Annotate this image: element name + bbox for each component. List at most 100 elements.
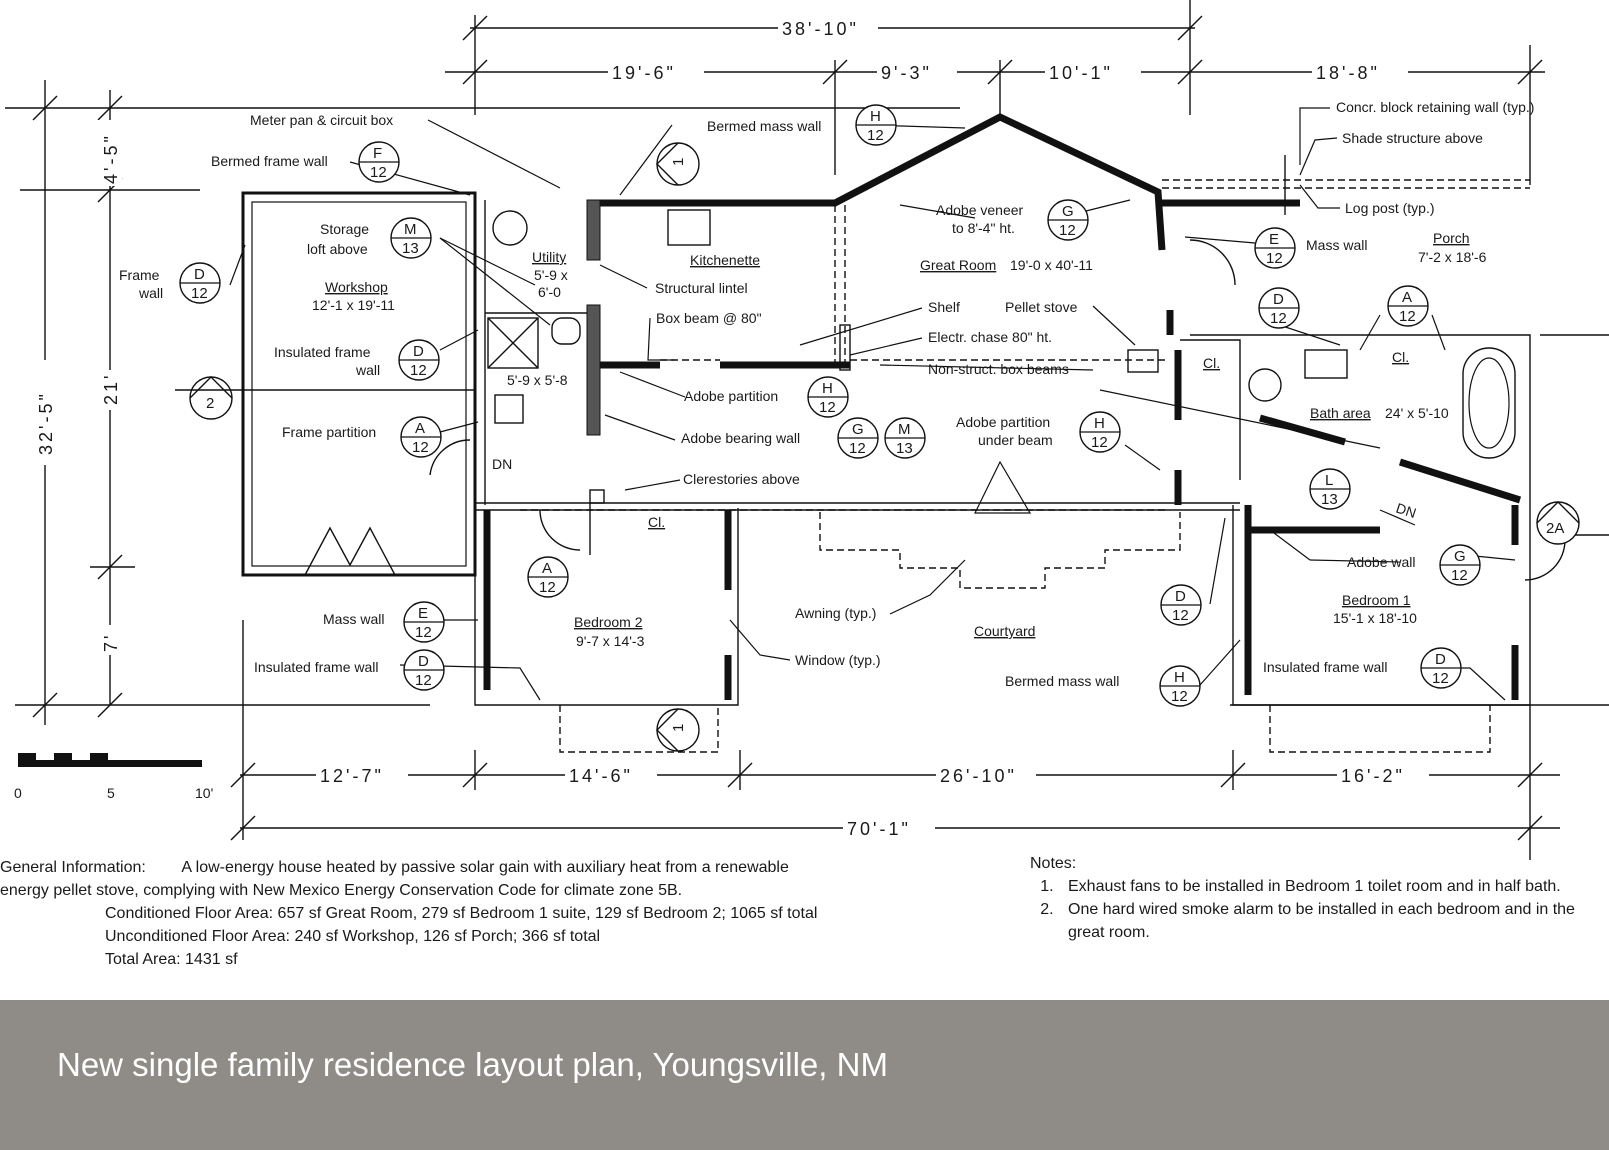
svg-text:G: G	[852, 421, 864, 438]
svg-text:L: L	[1325, 472, 1333, 489]
detail-tag: D12	[1258, 287, 1300, 329]
room-utility-size-1: 5'-9 x	[534, 267, 568, 283]
section-marker: 2	[189, 376, 233, 420]
detail-tag: D12	[398, 339, 440, 381]
callout-clerestories: Clerestories above	[683, 471, 800, 487]
svg-text:12: 12	[1399, 308, 1416, 325]
dim-bottom-3: 26'-10"	[940, 766, 1017, 786]
stair-dn-label: DN	[492, 456, 512, 472]
room-bath-area-name: Bath area	[1310, 405, 1371, 421]
svg-text:D: D	[194, 266, 205, 283]
dim-bottom-1: 12'-7"	[320, 766, 384, 786]
dim-left-1: 4'-5"	[101, 133, 121, 184]
callout-bermed-frame-wall: Bermed frame wall	[211, 153, 328, 169]
svg-text:12: 12	[415, 672, 432, 689]
detail-tag: E12	[403, 601, 445, 643]
callout-adobe-partition: Adobe partition	[684, 388, 778, 404]
detail-tag: G12	[1047, 199, 1089, 241]
general-info-label: General Information:	[0, 859, 146, 876]
detail-tag: E12	[1254, 227, 1296, 269]
notes: Notes: Exhaust fans to be installed in B…	[1030, 852, 1600, 944]
total-area: Total Area: 1431 sf	[105, 951, 238, 968]
svg-text:12: 12	[370, 164, 387, 181]
callout-frame-partition: Frame partition	[282, 424, 376, 440]
detail-tag: H12	[1079, 411, 1121, 453]
detail-tag: H12	[807, 376, 849, 418]
dim-overall-left: 32'-5"	[36, 391, 56, 455]
svg-text:12: 12	[1432, 670, 1449, 687]
dim-top-4: 18'-8"	[1316, 63, 1380, 83]
svg-text:12: 12	[1059, 222, 1076, 239]
svg-text:M: M	[898, 421, 911, 438]
conditioned-area: Conditioned Floor Area: 657 sf Great Roo…	[105, 905, 818, 922]
callout-concr-block: Concr. block retaining wall (typ.)	[1336, 99, 1534, 115]
callout-meter-pan: Meter pan & circuit box	[250, 112, 393, 128]
svg-text:12: 12	[1451, 567, 1468, 584]
detail-tag: D 12	[179, 262, 221, 304]
detail-tag: G12	[837, 417, 879, 459]
svg-text:1: 1	[670, 724, 687, 732]
callout-log-post: Log post (typ.)	[1345, 200, 1435, 216]
detail-tag: D 12	[403, 649, 445, 691]
walls	[241, 113, 1566, 753]
callout-adobe-veneer-1: Adobe veneer	[936, 202, 1024, 218]
callout-frame-wall-2: wall	[138, 285, 163, 301]
section-marker: 2A	[1536, 501, 1580, 545]
svg-text:2A: 2A	[1546, 520, 1564, 537]
dim-top-3: 10'-1"	[1049, 63, 1113, 83]
callout-frame-wall-1: Frame	[119, 267, 160, 283]
svg-text:G: G	[1454, 548, 1466, 565]
svg-text:1: 1	[670, 158, 687, 166]
dim-left-3: 7'	[101, 633, 121, 652]
svg-text:A: A	[415, 420, 425, 437]
closet-label-2: Cl.	[1392, 349, 1409, 365]
svg-text:12: 12	[415, 624, 432, 641]
dim-bottom-4: 16'-2"	[1341, 766, 1405, 786]
callout-bermed-mass-wall-b: Bermed mass wall	[1005, 673, 1119, 689]
svg-text:2: 2	[206, 395, 214, 412]
room-kitchenette-name: Kitchenette	[690, 252, 760, 268]
svg-text:12: 12	[410, 362, 427, 379]
callout-shelf: Shelf	[928, 299, 960, 315]
room-porch-name: Porch	[1433, 230, 1470, 246]
svg-text:D: D	[1435, 651, 1446, 668]
svg-text:12: 12	[1270, 310, 1287, 327]
note-item: Exhaust fans to be installed in Bedroom …	[1058, 875, 1600, 898]
svg-text:D: D	[1175, 588, 1186, 605]
section-markers: 1 2 2A 1	[175, 142, 1580, 752]
svg-text:D: D	[418, 653, 429, 670]
svg-text:13: 13	[402, 240, 419, 257]
room-courtyard-name: Courtyard	[974, 623, 1035, 639]
floor-plan-drawing: 38'-10" 19'-6" 9'-3" 10'-1" 18'-8" 32'-5…	[5, 0, 1609, 860]
closet-label-3: Cl.	[648, 514, 665, 530]
callout-awning: Awning (typ.)	[795, 605, 876, 621]
general-information: General Information: A low-energy house …	[0, 856, 960, 971]
callout-adobe-wall: Adobe wall	[1347, 554, 1416, 570]
dim-top-1: 19'-6"	[612, 63, 676, 83]
scale-label-10: 10'	[195, 785, 213, 801]
caption-bar: New single family residence layout plan,…	[0, 1000, 1609, 1150]
callout-pellet-stove: Pellet stove	[1005, 299, 1078, 315]
svg-text:12: 12	[191, 285, 208, 302]
dim-left-2: 21'	[101, 373, 121, 405]
callout-box-beam: Box beam @ 80"	[656, 310, 762, 326]
svg-text:H: H	[870, 108, 881, 125]
detail-tag: M13	[884, 417, 926, 459]
room-porch-size: 7'-2 x 18'-6	[1418, 249, 1487, 265]
svg-text:E: E	[1269, 231, 1279, 248]
dim-top-2: 9'-3"	[881, 63, 932, 83]
room-great-room-name: Great Room	[920, 257, 996, 273]
callout-bermed-mass-wall: Bermed mass wall	[707, 118, 821, 134]
room-bedroom2-size: 9'-7 x 14'-3	[576, 633, 645, 649]
room-bedroom1-size: 15'-1 x 18'-10	[1333, 610, 1417, 626]
callout-adobe-bearing-wall: Adobe bearing wall	[681, 430, 800, 446]
callout-adobe-veneer-2: to 8'-4" ht.	[952, 220, 1015, 236]
note-item: One hard wired smoke alarm to be install…	[1058, 898, 1600, 944]
svg-text:H: H	[1174, 669, 1185, 686]
room-workshop-size: 12'-1 x 19'-11	[312, 297, 395, 313]
callout-electr-chase: Electr. chase 80" ht.	[928, 329, 1052, 345]
svg-text:12: 12	[539, 579, 556, 596]
detail-tags: H12 F12 G12 E12 M13 D12 D12 A12 D12 H12 …	[179, 104, 1481, 707]
detail-tag: A 12	[527, 556, 569, 598]
svg-text:A: A	[542, 560, 552, 577]
